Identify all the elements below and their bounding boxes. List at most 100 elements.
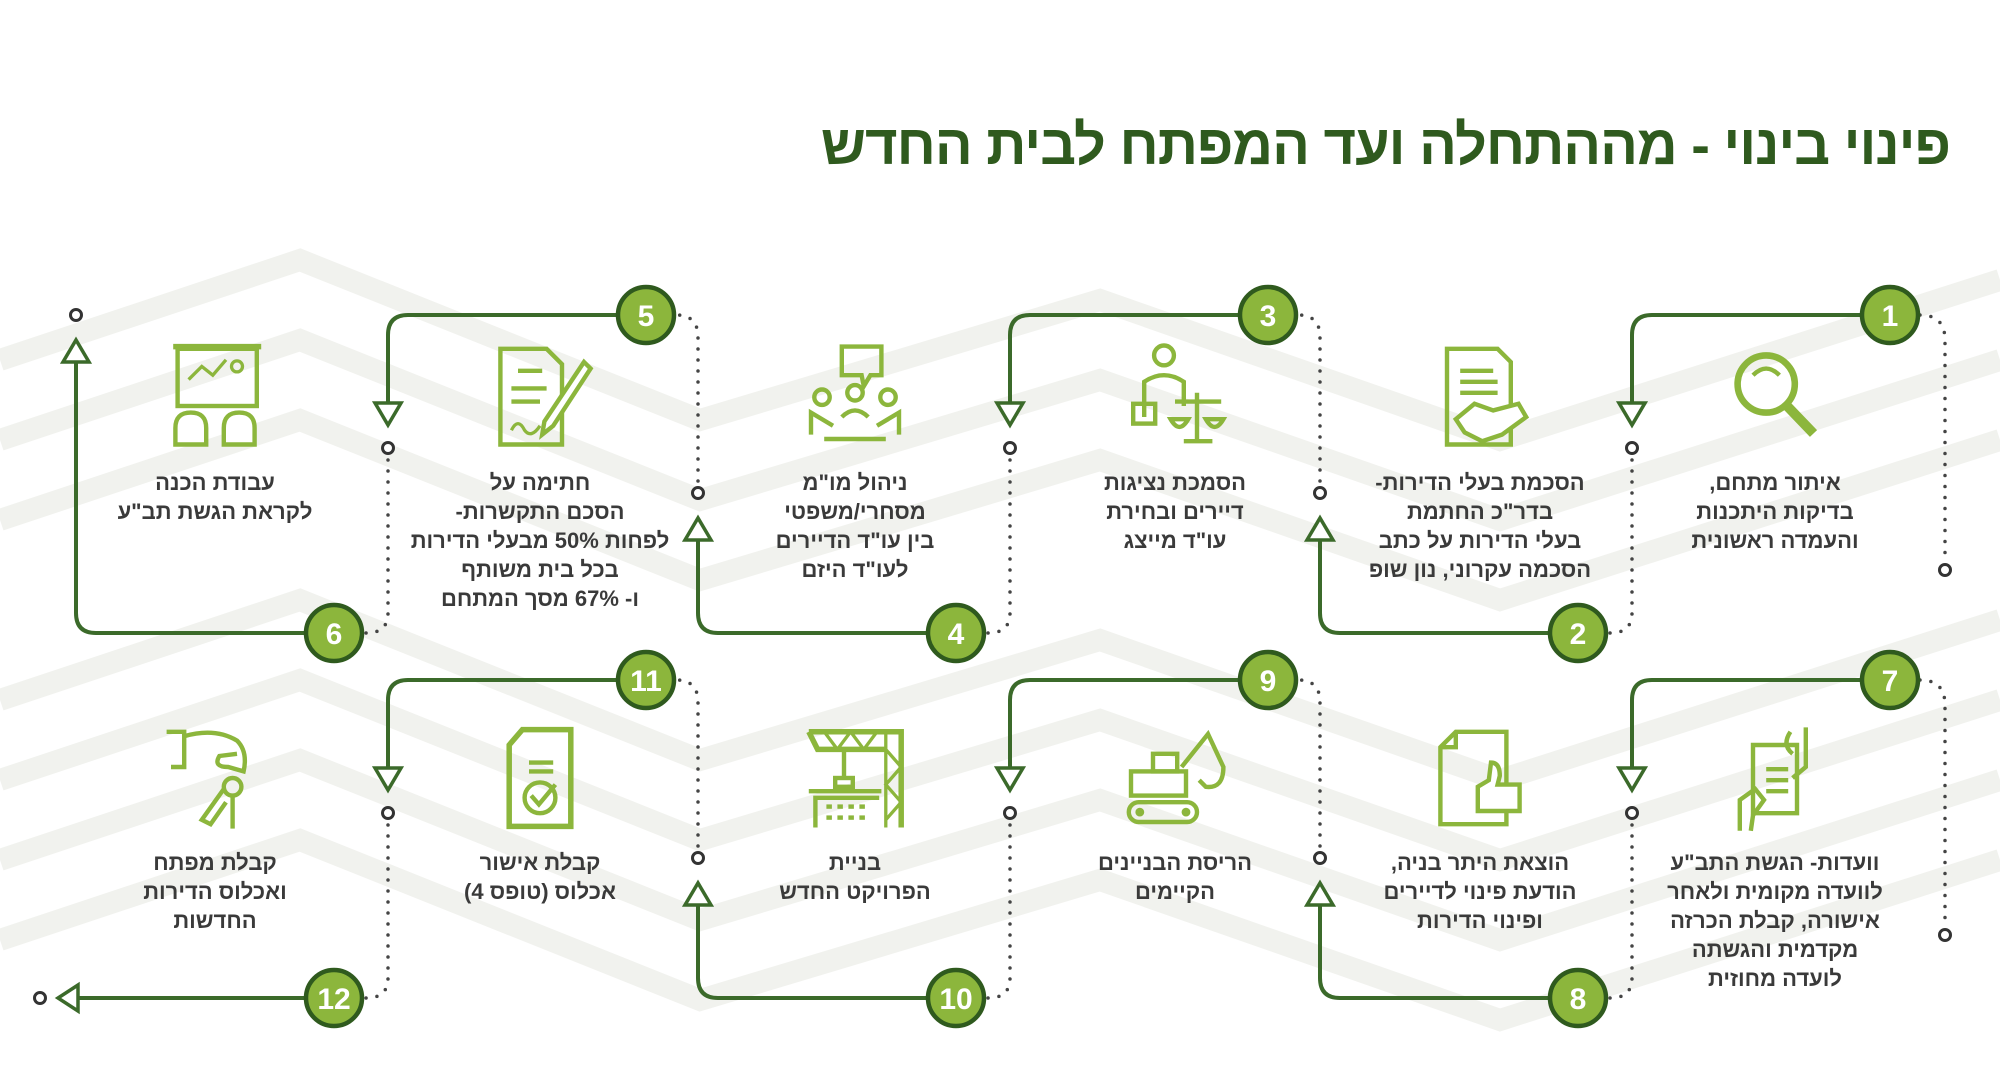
connector-dot (69, 308, 83, 322)
connector-dot (1003, 806, 1017, 820)
hand-keys-icon (160, 723, 270, 833)
flow-line (386, 678, 618, 770)
dotted-connector (1296, 313, 1322, 483)
connector-dot (381, 441, 395, 455)
step-description-line: לעו"ד היזם (801, 557, 909, 582)
connector-dot (33, 991, 47, 1005)
step-number: 4 (948, 618, 965, 651)
flow-line (1318, 903, 1550, 1000)
step-description-line: וועדות- הגשת התב"ע (1670, 850, 1880, 875)
step-description-line: הסמכת נציגות (1103, 470, 1247, 495)
flow-line (696, 903, 928, 1000)
step-number: 5 (638, 300, 655, 333)
step-description-line: עו"ד מייצג (1123, 528, 1227, 553)
step-description: בניית הפרויקט החדש (690, 848, 1020, 906)
step-description-line: אכלוס (טופס 4) (464, 879, 616, 904)
flow-line (1008, 678, 1240, 770)
arrow-up-icon (681, 514, 715, 542)
badge-circle (303, 602, 365, 664)
lawyer-scales-icon (1120, 340, 1230, 450)
step-number: 3 (1260, 300, 1277, 333)
step-badge: 3 (1237, 284, 1299, 346)
step-description-line: בדיקות היתכנות (1696, 499, 1854, 524)
step-description-line: לוועדה מקומית ולאחר (1667, 879, 1883, 904)
arrow-up-icon (59, 336, 93, 364)
dotted-connector (1296, 678, 1322, 848)
arrow-down-icon (1615, 766, 1649, 794)
badge-circle (303, 967, 365, 1029)
connector-dot (1313, 486, 1327, 500)
step-description-line: והעמדה ראשונית (1691, 528, 1859, 553)
step-description-line: חתימה על (489, 470, 591, 495)
dotted-connector (674, 678, 700, 848)
step-number: 9 (1260, 665, 1277, 698)
step-description-line: הסכמה עקרוני, נון שופ (1368, 557, 1592, 582)
hands-document-icon (1720, 723, 1830, 833)
page-title: פינוי בינוי - מההתחלה ועד המפתח לבית החד… (820, 113, 1951, 176)
step-description-line: בניית (828, 850, 882, 875)
step-description-line: לפחות 50% מבעלי הדירות (410, 528, 670, 553)
step-description-line: הסכם התקשרות- (455, 499, 625, 524)
step-badge: 6 (303, 602, 365, 664)
dotted-connector (986, 823, 1012, 1000)
badge-circle (1859, 649, 1921, 711)
flow-line (696, 538, 928, 635)
step-badge: 8 (1547, 967, 1609, 1029)
arrow-down-icon (371, 766, 405, 794)
connector-dot (691, 851, 705, 865)
arrow-down-icon (993, 401, 1027, 429)
connector-dot (1003, 441, 1017, 455)
badge-circle (1547, 967, 1609, 1029)
excavator-icon (1120, 723, 1230, 833)
step-description-line: הקיימים (1134, 879, 1216, 904)
step-description-line: הודעת פינוי לדיירים (1383, 879, 1577, 904)
arrow-up-icon (681, 879, 715, 907)
connector-dot (1625, 806, 1639, 820)
step-badge: 7 (1859, 649, 1921, 711)
step-description-line: איתור מתחם, (1709, 470, 1841, 495)
dotted-connector (364, 458, 390, 635)
step-description-line: עבודת הכנה (155, 470, 275, 495)
badge-circle (1859, 284, 1921, 346)
step-description-line: מקדמית והגשתה (1691, 937, 1859, 962)
step-description-line: לועדה מחוזית (1708, 966, 1842, 991)
dotted-connector (986, 458, 1012, 635)
step-description-line: לקראת הגשת תב"ע (117, 499, 313, 524)
flow-line (386, 313, 618, 405)
connector-dot (1938, 928, 1952, 942)
flow-line (1008, 313, 1240, 405)
dotted-connector (1918, 678, 1947, 927)
badge-circle (615, 649, 677, 711)
step-description: חתימה על הסכם התקשרות- לפחות 50% מבעלי הדי… (375, 468, 705, 613)
step-description-line: ופינוי הדירות (1417, 908, 1543, 933)
step-description-line: בדר"כ החתמת (1406, 499, 1554, 524)
step-description-line: בעלי הדירות על כתב (1378, 528, 1582, 553)
step-description-line: ואכלוס הדירות (143, 879, 287, 904)
step-badge: 11 (615, 649, 677, 711)
badge-circle (925, 602, 987, 664)
magnifier-icon (1720, 340, 1830, 450)
step-badge: 2 (1547, 602, 1609, 664)
step-badge: 9 (1237, 649, 1299, 711)
step-number: 7 (1882, 665, 1899, 698)
step-badge: 1 (1859, 284, 1921, 346)
step-description-line: בכל בית משותף (461, 557, 619, 582)
step-number: 11 (630, 665, 662, 698)
crane-building-icon (800, 723, 910, 833)
arrow-up-icon (1303, 879, 1337, 907)
document-thumbs-up-icon (1425, 723, 1535, 833)
badge-circle (1237, 284, 1299, 346)
connector-dot (691, 486, 705, 500)
step-description-line: הפרויקט החדש (779, 879, 931, 904)
connector-dot (381, 806, 395, 820)
dotted-connector (1608, 823, 1634, 1000)
flow-line (74, 360, 306, 635)
step-description-line: קבלת מפתח (153, 850, 277, 875)
arrow-up-icon (1303, 514, 1337, 542)
step-badge: 4 (925, 602, 987, 664)
